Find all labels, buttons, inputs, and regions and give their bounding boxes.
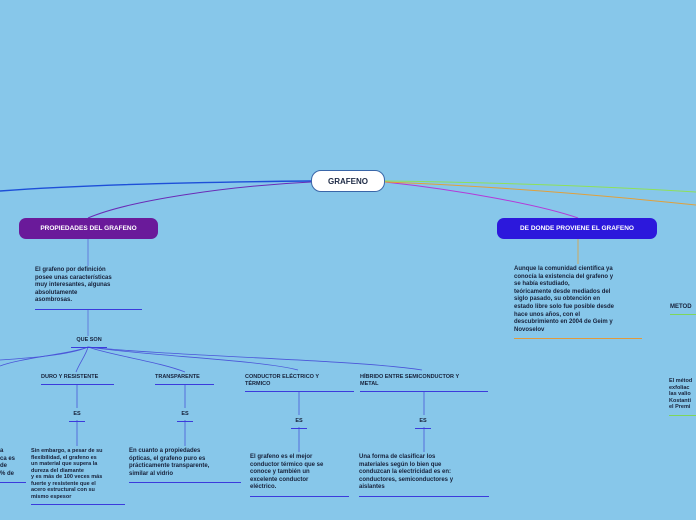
detail-conductor[interactable]: El grafeno es el mejor conductor térmico… [250,454,349,497]
es-label-conductor[interactable]: ES [291,418,307,429]
definition-text[interactable]: El grafeno por definición posee unas car… [35,267,142,310]
es-label-transparente[interactable]: ES [177,411,193,422]
subtopic-conductor[interactable]: CONDUCTOR ELÉCTRICO Y TÉRMICO [245,374,354,392]
detail-duro-resistente[interactable]: Sin embargo, a pesar de su flexibilidad,… [31,448,125,505]
subtopic-duro-resistente[interactable]: DURO Y RESISTENTE [41,374,114,385]
es-label-hibrido[interactable]: ES [415,418,431,429]
detail-transparente[interactable]: En cuanto a propiedades ópticas, el graf… [129,448,241,484]
topic-origen[interactable]: DE DONDE PROVIENE EL GRAFENO [497,218,657,239]
detail-metodo-partial[interactable]: El métod exfoliac las valio Kostanti el … [669,378,696,416]
detail-origen[interactable]: Aunque la comunidad científica ya conocí… [514,266,642,340]
central-topic-grafeno[interactable]: GRAFENO [311,170,385,192]
detail-hibrido[interactable]: Una forma de clasificar los materiales s… [359,454,489,497]
que-son-label[interactable]: QUE SON [71,337,107,348]
es-label-duro[interactable]: ES [69,411,85,422]
detail-offscreen-left[interactable]: a ca es de % de [0,448,26,484]
subtopic-transparente[interactable]: TRANSPARENTE [155,374,214,385]
subtopic-hibrido[interactable]: HÍBRIDO ENTRE SEMICONDUCTOR Y METAL [360,374,488,392]
topic-metodo-partial[interactable]: METOD [670,304,696,315]
topic-propiedades[interactable]: PROPIEDADES DEL GRAFENO [19,218,158,239]
